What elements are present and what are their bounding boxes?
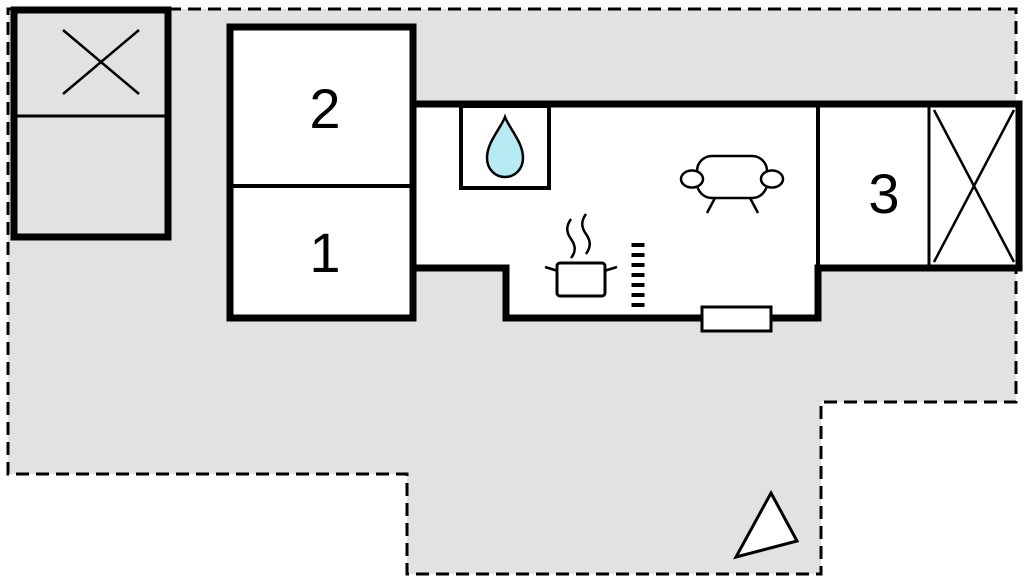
water-drop-icon (485, 113, 525, 179)
sofa-armrest (679, 169, 705, 189)
sofa-icon (679, 154, 785, 214)
sofa-armrest (759, 169, 785, 189)
steam-line (581, 213, 591, 255)
window-icon (700, 305, 773, 333)
crossed-room-icon (932, 109, 1016, 263)
room-3-label: 3 (868, 162, 899, 225)
bathroom-area (459, 104, 551, 190)
annex-building (10, 6, 172, 241)
room-2-label: 2 (309, 77, 340, 140)
steam-line (566, 218, 576, 259)
room-1-label: 1 (309, 221, 340, 284)
sofa-body (695, 154, 769, 200)
crossed-room-icon (62, 29, 140, 95)
annex-outline (10, 6, 172, 241)
cross-line (62, 29, 140, 95)
bathroom-outline (459, 104, 551, 190)
north-arrow-icon (733, 489, 800, 560)
cooking-pot-icon (544, 213, 618, 298)
cross-line (932, 109, 1016, 263)
pot-body (555, 261, 607, 298)
